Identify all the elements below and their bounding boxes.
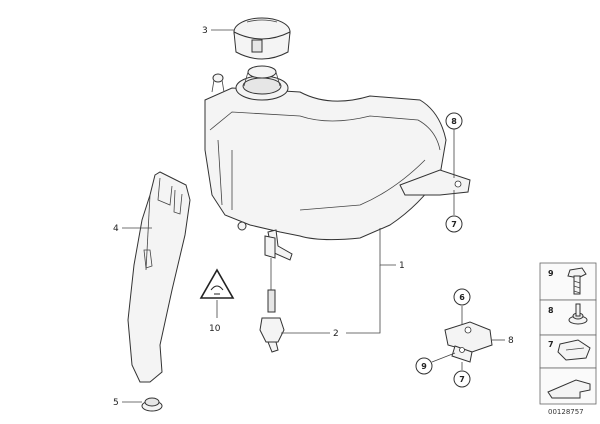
fastener-inset: 9 8 7 [539,262,597,405]
bolt-icon [567,267,587,295]
tank-cap[interactable] [233,17,291,60]
inset-label-9: 9 [548,269,554,278]
callout-1: 1 [399,261,405,271]
callout-circle-6: 6 [453,288,471,306]
level-sensor[interactable] [259,258,285,353]
inset-label-8: 8 [548,306,554,315]
callout-circle-7-bottom: 7 [453,370,471,388]
callout-7-bottom: 7 [459,375,465,384]
callout-8-right: 8 [508,336,514,346]
callout-2: 2 [333,329,339,339]
callout-3: 3 [202,26,208,36]
callout-8-top: 8 [451,117,457,126]
callout-7-top: 7 [451,220,457,229]
expansion-tank[interactable] [204,65,471,261]
grommet[interactable] [141,397,163,412]
callout-4: 4 [113,224,119,234]
callout-6: 6 [459,293,465,302]
callout-circle-9: 9 [415,357,433,375]
screw-icon [568,303,588,325]
inset-label-7: 7 [548,340,554,349]
plate-icon [547,379,591,399]
callout-circle-8-top: 8 [445,112,463,130]
clip-nut-icon [557,339,591,361]
warning-label[interactable] [199,268,235,318]
cover-panel[interactable] [127,171,191,383]
callout-circle-7-top: 7 [445,215,463,233]
reference-number: 00128757 [548,408,584,416]
callout-10: 10 [209,324,221,334]
bracket[interactable] [444,321,493,363]
callout-9: 9 [421,362,427,371]
callout-5: 5 [113,398,119,408]
